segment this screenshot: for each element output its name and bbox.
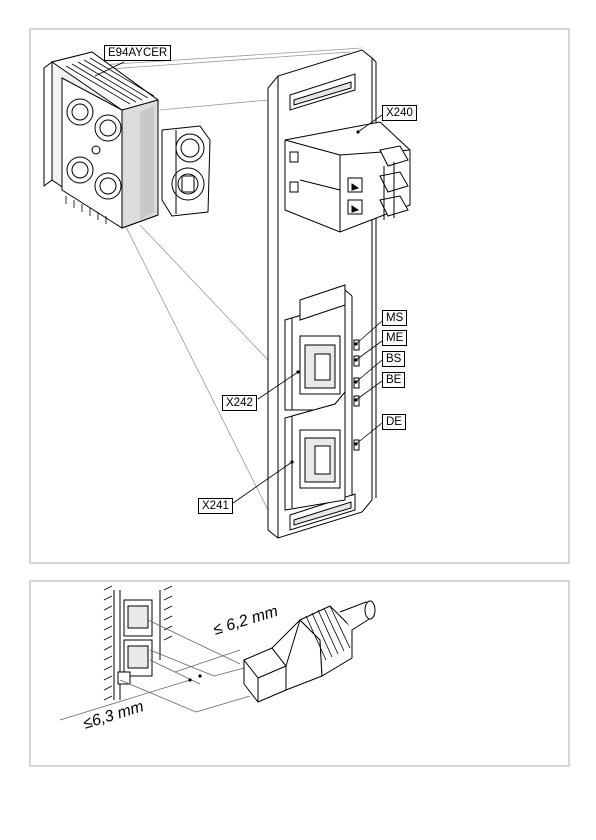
led-bs-label: BS [382,351,405,367]
module-body [44,52,158,228]
module-connector-detail [162,126,210,216]
x242-label: X242 [222,395,257,411]
led-ms-label: MS [382,310,407,326]
x240-label: X240 [382,105,417,121]
x241-label: X241 [198,498,233,514]
led-de-label: DE [382,414,406,430]
led-me-label: ME [382,330,407,346]
led-be-label: BE [382,372,405,388]
cable-diagram [60,586,375,720]
module-type-label: E94AYCER [104,45,171,61]
x240-terminal-block [285,122,410,232]
